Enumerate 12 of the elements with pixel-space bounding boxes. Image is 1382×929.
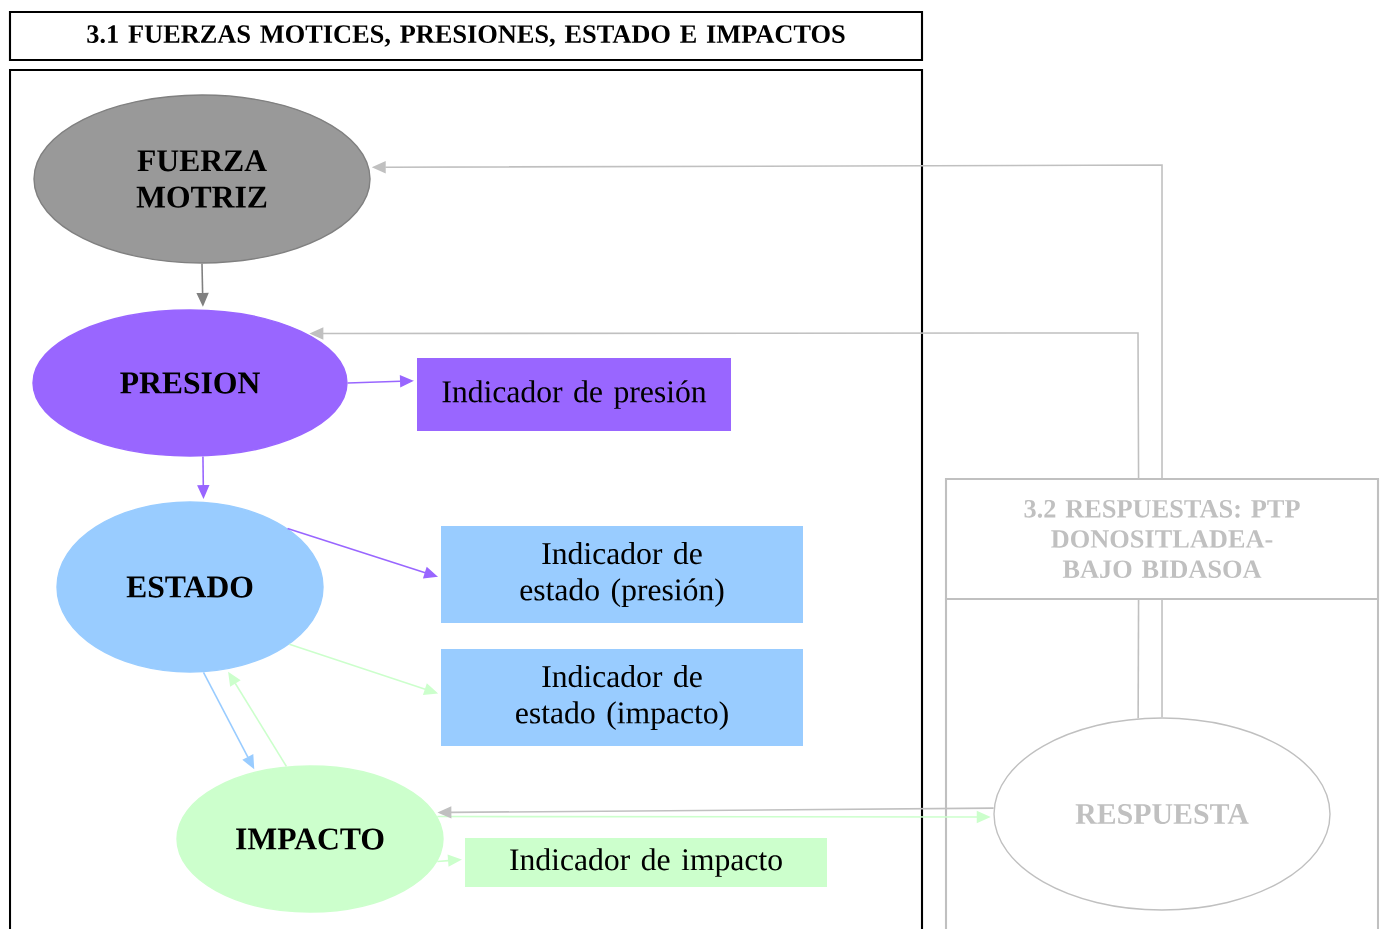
indicator-box: Indicador de estado (impacto): [441, 649, 803, 746]
ellipse-node: ESTADO: [56, 501, 324, 673]
ellipse-node: PRESION: [32, 309, 348, 457]
ellipse-node: RESPUESTA: [993, 717, 1331, 911]
indicator-box: Indicador de presión: [417, 358, 731, 431]
node-label: 3.1 FUERZAS MOTICES, PRESIONES, ESTADO E IMPACTOS: [87, 25, 845, 47]
panel-frame: [944, 597, 1380, 929]
indicator-box: Indicador de estado (presión): [441, 526, 803, 623]
header-box: 3.2 RESPUESTAS: PTP DONOSITLADEA-BAJO BIDASOA: [944, 477, 1380, 601]
ellipse-node: FUERZA MOTRIZ: [33, 94, 371, 264]
ellipse-node: IMPACTO: [176, 765, 444, 913]
indicator-box: Indicador de impacto: [465, 838, 827, 887]
